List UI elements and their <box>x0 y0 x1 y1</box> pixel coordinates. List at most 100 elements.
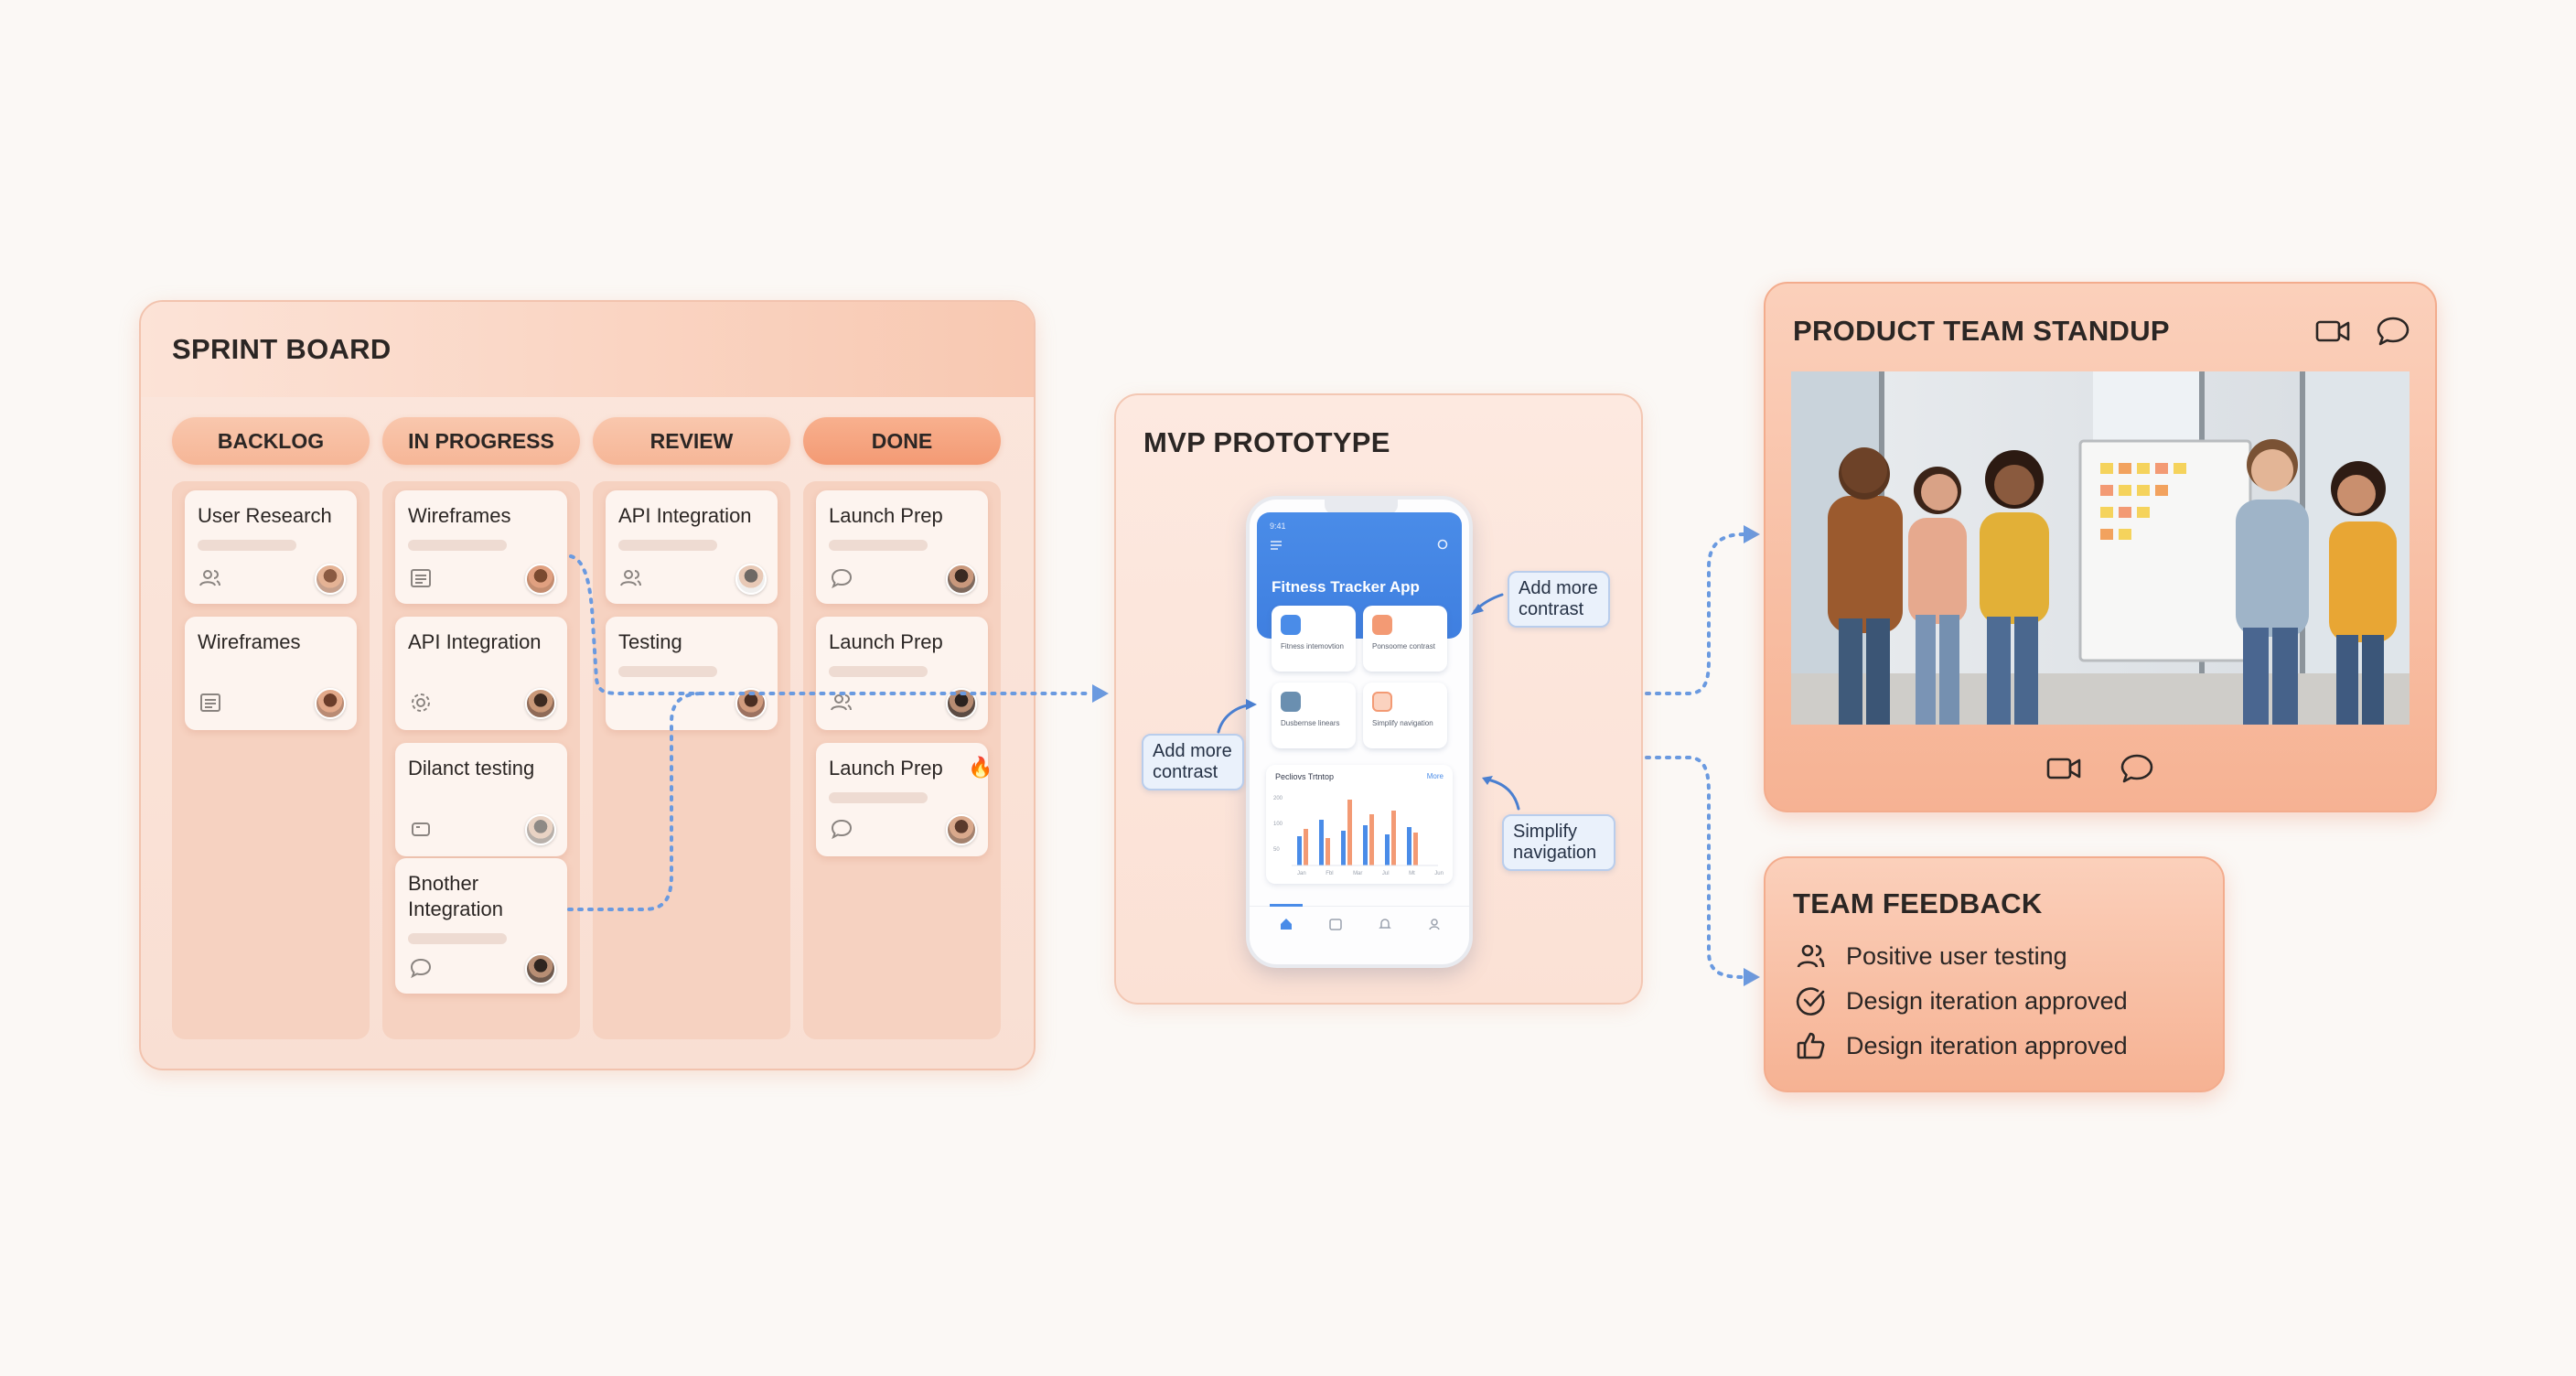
menu-icon[interactable] <box>1270 540 1283 551</box>
profile-icon[interactable] <box>1427 917 1442 931</box>
tile-label: Fitness intemovtion <box>1281 642 1344 650</box>
y-tick: 100 <box>1273 822 1283 827</box>
task-card[interactable]: Dilanct testing <box>395 743 567 856</box>
column-backlog-header[interactable]: BACKLOG <box>172 417 370 465</box>
task-card-title: Wireframes <box>408 504 511 527</box>
app-title: Fitness Tracker App <box>1272 578 1420 596</box>
list-icon <box>411 569 431 587</box>
feature-tile[interactable]: Dusbernse linears <box>1272 683 1356 748</box>
arrow-head <box>1744 968 1760 986</box>
settings-icon[interactable] <box>1436 538 1449 551</box>
task-card[interactable]: Launch Prep <box>816 617 988 730</box>
task-card-title: User Research <box>198 504 332 527</box>
arrow-head <box>1482 776 1493 785</box>
callout-add-contrast: Add more contrast <box>1508 571 1610 628</box>
arrow-head <box>1471 604 1484 615</box>
task-card[interactable]: Wireframes <box>395 490 567 604</box>
y-tick: 50 <box>1273 847 1280 853</box>
callout-add-contrast: Add more contrast <box>1142 734 1244 790</box>
person <box>1980 450 2049 725</box>
x-tick: Jul <box>1381 871 1390 876</box>
x-tick: Mar <box>1353 871 1363 876</box>
connector-mvp-to-feedback <box>1645 756 1745 979</box>
feedback-title: TEAM FEEDBACK <box>1793 887 2043 919</box>
status-time: 9:41 <box>1270 521 1286 531</box>
avatar <box>946 814 977 845</box>
feature-tile[interactable]: Fitness intemovtion <box>1272 606 1356 672</box>
task-card-title: API Integration <box>408 630 542 653</box>
comment-icon <box>831 819 853 840</box>
person <box>2236 439 2309 725</box>
tile-label: Simplify navigation <box>1372 719 1433 727</box>
avatar <box>525 688 556 719</box>
tile-label: Dusbernse linears <box>1281 719 1340 727</box>
tile-icon <box>1281 615 1301 635</box>
thumbs-up-icon <box>1797 1032 1825 1059</box>
feature-tile[interactable]: Simplify navigation <box>1363 683 1447 748</box>
users-icon <box>831 694 852 711</box>
chat-icon[interactable] <box>2375 315 2411 348</box>
task-card-title: API Integration <box>618 504 752 527</box>
avatar <box>735 564 767 595</box>
placeholder-bar <box>829 666 928 677</box>
arrow-head <box>1092 684 1109 703</box>
list-icon <box>200 693 220 712</box>
feature-tile[interactable]: Ponsoome contrast <box>1363 606 1447 672</box>
person <box>2329 461 2397 725</box>
connector-mvp-to-standup <box>1645 532 1745 695</box>
mvp-title: MVP PROTOTYPE <box>1143 426 1390 458</box>
x-tick: Fbl <box>1326 871 1334 876</box>
x-tick: Mt <box>1409 871 1415 876</box>
phone-bar-chart <box>1292 800 1438 866</box>
callout-simplify-navigation: Simplify navigation <box>1502 814 1615 871</box>
sprint-board-title: SPRINT BOARD <box>172 333 392 365</box>
task-card[interactable]: User Research <box>185 490 357 604</box>
active-tab-indicator <box>1270 904 1303 907</box>
person <box>1828 447 1903 725</box>
task-card[interactable]: Bnother Integration <box>395 858 567 994</box>
placeholder-bar <box>829 792 928 803</box>
y-tick: 200 <box>1273 796 1283 801</box>
chat-icon[interactable] <box>2119 752 2155 785</box>
phone-notch <box>1325 500 1398 514</box>
task-card[interactable]: API Integration <box>606 490 778 604</box>
placeholder-bar <box>618 540 717 551</box>
feedback-text: Positive user testing <box>1846 941 2067 970</box>
task-card-title: Dilanct testing <box>408 757 535 779</box>
video-icon[interactable] <box>2045 754 2084 783</box>
bell-icon[interactable] <box>1378 917 1392 931</box>
tile-icon <box>1372 615 1392 635</box>
phone-chart-card: Pecliovs Trtntop More 200 100 50 Jan Fbl… <box>1266 765 1453 884</box>
team-feedback-panel: TEAM FEEDBACK <box>1764 856 2225 1092</box>
box-icon <box>412 822 430 836</box>
feedback-item: Positive user testing <box>1795 941 2067 972</box>
task-card[interactable]: Launch Prep 🔥 <box>816 743 993 856</box>
home-icon[interactable] <box>1279 917 1293 931</box>
feedback-text: Design iteration approved <box>1846 1031 2128 1059</box>
calendar-icon[interactable] <box>1328 917 1343 931</box>
task-card-title: Wireframes <box>198 630 301 653</box>
sprint-board-header <box>141 302 1034 397</box>
chart-link[interactable]: More <box>1426 772 1444 780</box>
task-card[interactable]: Launch Prep <box>816 490 988 604</box>
placeholder-bar <box>829 540 928 551</box>
column-done-header[interactable]: DONE <box>803 417 1001 465</box>
avatar <box>315 564 346 595</box>
avatar <box>946 564 977 595</box>
arrow-head <box>1744 525 1760 543</box>
column-review-header[interactable]: REVIEW <box>593 417 790 465</box>
column-in-progress-header[interactable]: IN PROGRESS <box>382 417 580 465</box>
task-card-title: Bnother Integration <box>408 872 503 920</box>
task-card[interactable]: API Integration <box>395 617 567 730</box>
video-icon[interactable] <box>2314 317 2353 346</box>
task-card[interactable]: Wireframes <box>185 617 357 730</box>
placeholder-bar <box>618 666 717 677</box>
users-icon <box>199 570 220 586</box>
comment-icon <box>410 958 432 979</box>
person <box>1908 467 1967 725</box>
x-tick: Jan <box>1297 871 1306 876</box>
task-card-title: Launch Prep <box>829 757 943 779</box>
fire-icon: 🔥 <box>968 756 993 779</box>
